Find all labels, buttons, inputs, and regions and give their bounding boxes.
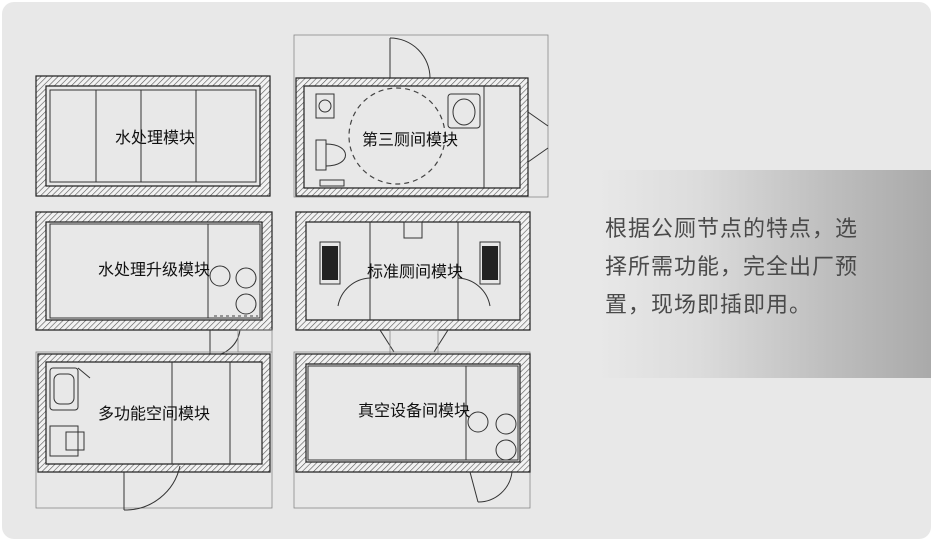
module-water-treatment: 水处理模块	[35, 75, 271, 197]
caption-line-2: 择所需功能，完全出厂预	[605, 255, 859, 280]
label-water-upgrade: 水处理升级模块	[98, 260, 210, 279]
module-multifunction-space: 多功能空间模块	[35, 351, 273, 511]
caption-line-1: 根据公厕节点的特点，选	[605, 217, 859, 242]
module-standard-toilet: 标准厕间模块	[295, 211, 531, 355]
module-water-upgrade: 水处理升级模块	[35, 211, 273, 357]
floor-plan-diagram: 水处理模块 第三厕间模块	[35, 34, 549, 511]
module-vacuum-equipment: 真空设备间模块	[293, 351, 531, 509]
label-multifunction-space: 多功能空间模块	[98, 404, 210, 423]
caption-line-3: 置，现场即插即用。	[605, 293, 813, 318]
label-third-toilet: 第三厕间模块	[362, 130, 458, 149]
caption-text: 根据公厕节点的特点，选 择所需功能，完全出厂预 置，现场即插即用。	[605, 211, 895, 325]
label-standard-toilet: 标准厕间模块	[367, 262, 463, 281]
caption-gradient-band	[597, 170, 931, 378]
label-vacuum-equipment: 真空设备间模块	[358, 401, 470, 420]
label-water-treatment: 水处理模块	[115, 128, 195, 147]
module-third-toilet: 第三厕间模块	[293, 34, 549, 198]
